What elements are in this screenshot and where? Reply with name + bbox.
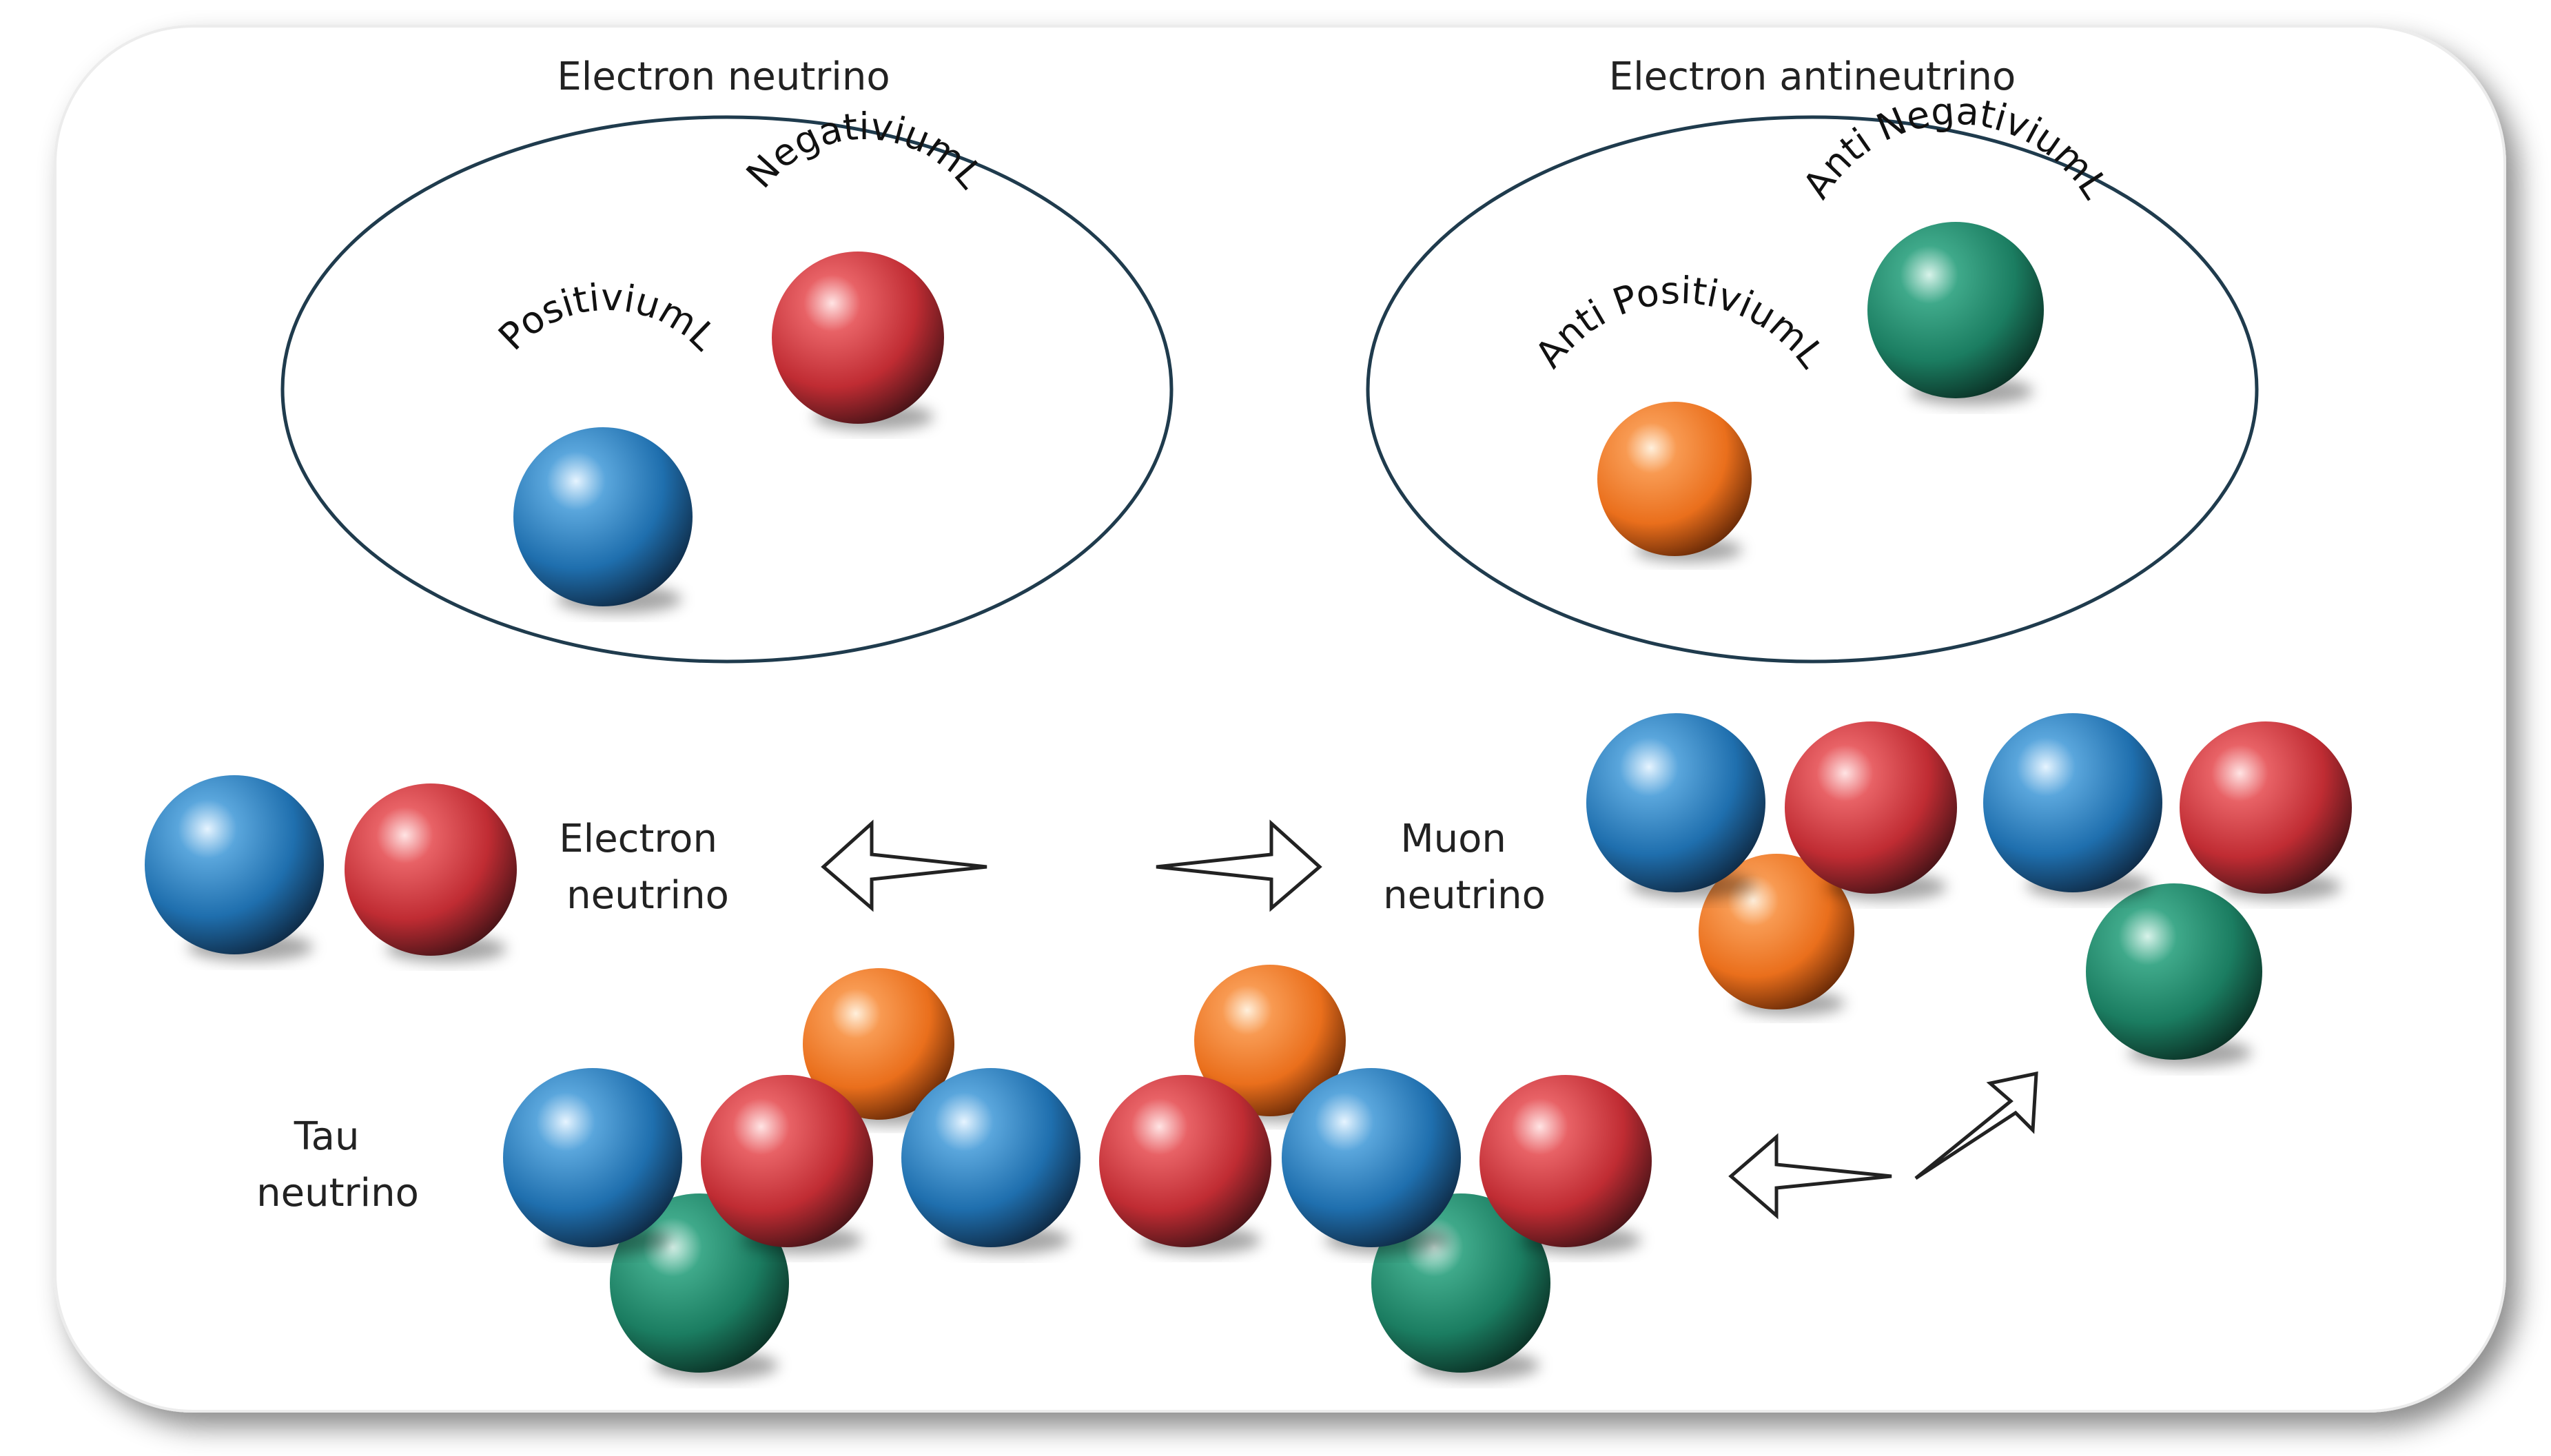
sphere-tau3-blue	[1282, 1068, 1461, 1247]
particle-spheres	[145, 222, 2352, 1380]
sphere-muon1-red	[1785, 721, 1957, 894]
arrow-right-icon	[1156, 819, 1322, 912]
sphere-tau1-blue	[503, 1068, 682, 1247]
arrow-tau-left-icon	[1728, 1133, 1892, 1220]
frame	[54, 25, 2506, 1413]
label-electron-neutrino: Electron neutrino	[559, 817, 730, 918]
sphere-muon2-red	[2180, 721, 2352, 894]
ellipse-electron-neutrino	[280, 115, 1174, 664]
arrow-left-icon	[821, 819, 987, 912]
sphere-muon2-blue	[1983, 713, 2162, 892]
label-muon-neutrino: Muon neutrino	[1383, 817, 1546, 918]
sphere-tau2-blue	[901, 1068, 1080, 1247]
sphere-muon1-blue	[1586, 713, 1765, 892]
sphere-anti-negativium	[1867, 222, 2044, 398]
ellipse-electron-antineutrino	[1366, 115, 2259, 664]
sphere-tau2-red	[1099, 1075, 1271, 1247]
arrow-diagonal-icon	[1914, 1071, 2038, 1180]
sphere-muon2-green	[2086, 883, 2262, 1060]
sphere-tau3-red	[1479, 1075, 1652, 1247]
sphere-negativium	[772, 252, 944, 424]
sphere-electron-red	[345, 783, 517, 956]
label-tau-neutrino: Tau neutrino	[256, 1114, 419, 1216]
sphere-tau-orange2	[1194, 965, 1346, 1116]
sphere-tau-orange1	[803, 968, 954, 1120]
heading-electron-neutrino: Electron neutrino	[557, 54, 890, 99]
sphere-electron-blue	[145, 775, 324, 954]
sphere-positivium	[513, 427, 693, 606]
sphere-anti-positivium	[1597, 402, 1752, 556]
sphere-tau1-red	[701, 1075, 873, 1247]
heading-electron-antineutrino: Electron antineutrino	[1609, 54, 2016, 99]
